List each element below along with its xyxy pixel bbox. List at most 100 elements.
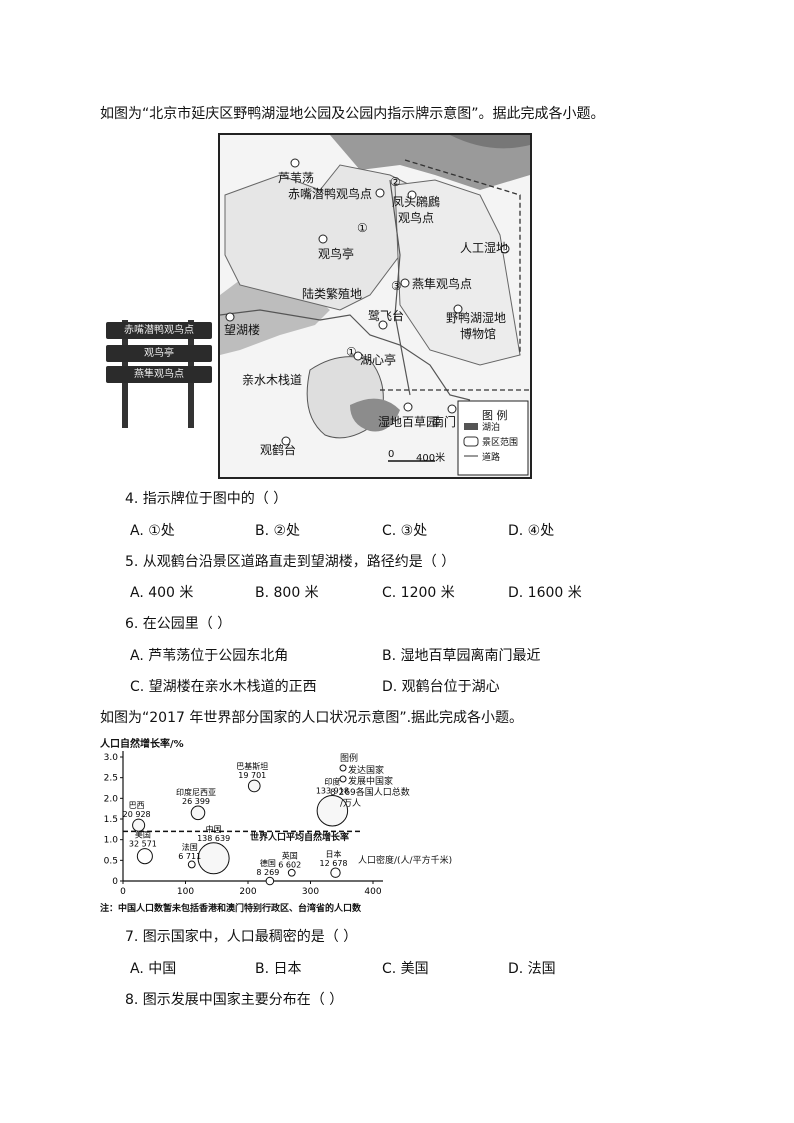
map-point-baicao (403, 402, 413, 412)
chart-point (197, 842, 230, 875)
chart-point (316, 794, 349, 827)
chart-point (287, 868, 296, 877)
map-area-east (394, 179, 521, 366)
map-point-luweidang (290, 158, 300, 168)
map-point-nanmen (447, 404, 457, 414)
map-water-ne (450, 135, 530, 149)
q5-option-b: B. 800 米 (255, 585, 319, 601)
chart-y-tick-label: 3.0 (104, 753, 119, 763)
map-label-guanniao: 观鸟亭 (318, 247, 355, 261)
chart-point-name: 巴基斯坦 (236, 761, 268, 771)
map-label-yansun: 燕隼观鸟点 (412, 277, 473, 291)
map-scale-label: 400米 (416, 453, 446, 464)
chart-point (132, 818, 146, 832)
chart-y-tick-label: 0 (112, 877, 118, 887)
q4-option-b: B. ②处 (255, 523, 301, 539)
map-label-fengtou-2: 观鸟点 (398, 211, 435, 225)
map-label-huxin: 湖心亭 (360, 353, 397, 367)
chart-y-tick-label: 0.5 (104, 856, 118, 866)
map-lake-dark (350, 398, 400, 432)
chart-point-pop: 12 678 (320, 859, 348, 868)
map-marker-3: ③ (391, 279, 402, 293)
map-label-nanmen: 南门 (432, 415, 457, 429)
q5-option-d: D. 1600 米 (508, 585, 582, 601)
chart-legend-developed-symbol (339, 764, 347, 772)
map-point-guanhe (281, 436, 291, 446)
map-marker-2: ② (390, 175, 401, 189)
intro-text-2: 如图为“2017 年世界部分国家的人口状况示意图”.据此完成各小题。 (100, 710, 524, 726)
map-label-baicao: 湿地百草园 (378, 415, 439, 429)
chart-point (136, 848, 153, 865)
map-label-yingfei: 鹭飞台 (368, 309, 405, 323)
map-marker-1b: ① (346, 345, 357, 359)
map-drawing (220, 135, 530, 476)
chart-point-name: 巴西 (129, 801, 145, 810)
chart-legend-developing-symbol (339, 775, 347, 783)
chart-point-name: 中国 (206, 824, 222, 834)
map-road-2 (389, 179, 411, 396)
q7-stem: 7. 图示国家中，人口最稠密的是（ ） (125, 929, 358, 945)
chart-y-tick-label: 1.5 (104, 815, 118, 825)
q6-option-a: A. 芦苇荡位于公园东北角 (130, 648, 289, 664)
sign-line-1: 赤嘴潜鸭观鸟点 (106, 322, 212, 339)
sign-line-2: 观鸟亭 (106, 345, 212, 362)
q4-option-d: D. ④处 (508, 523, 555, 539)
q6-option-c: C. 望湖楼在亲水木栈道的正西 (130, 679, 317, 695)
map-point-wanghu (225, 312, 235, 322)
map-label-bowuguan: 博物馆 (460, 327, 497, 341)
map-point-yansun (400, 278, 410, 288)
map-legend-area-swatch (463, 436, 479, 447)
park-map: 芦苇荡 赤嘴潜鸭观鸟点 凤头鸊鷉 观鸟点 人工湿地 观鸟亭 燕隼观鸟点 陆类繁殖… (218, 133, 532, 479)
chart-point-name: 德国 (260, 858, 276, 868)
chart-note: 注：中国人口数暂未包括香港和澳门特别行政区、台湾省的人口数 (100, 904, 362, 914)
chart-point (247, 779, 261, 793)
map-legend-title: 图 例 (482, 409, 508, 422)
q6-option-b: B. 湿地百草园离南门最近 (382, 648, 541, 664)
map-point-yingfei (378, 320, 388, 330)
map-point-bowuguan (453, 304, 463, 314)
chart-point-name: 日本 (326, 849, 342, 859)
map-dashed-boundary-east (404, 159, 521, 355)
chart-x-tick-label: 200 (239, 887, 256, 897)
chart-legend-developing: 发展中国家 (348, 777, 394, 787)
chart-point-name: 印度尼西亚 (176, 787, 216, 797)
map-label-yeyahu: 野鸭湖湿地 (446, 311, 507, 325)
chart-point-pop: 19 701 (238, 771, 266, 780)
chart-y-tick-label: 2.5 (104, 774, 118, 784)
chart-point-name: 英国 (282, 850, 298, 860)
map-point-rengong (500, 244, 510, 254)
q6-stem: 6. 在公园里（ ） (125, 616, 232, 632)
map-label-luqi: 陆类繁殖地 (302, 287, 363, 301)
q4-option-c: C. ③处 (382, 523, 428, 539)
chart-x-tick-label: 0 (120, 887, 126, 897)
q6-option-d: D. 观鹤台位于湖心 (382, 679, 500, 695)
map-label-qinshui: 亲水木栈道 (242, 373, 303, 387)
map-label-rengong: 人工湿地 (460, 241, 509, 255)
chart-legend-size-unit: /万人 (340, 799, 362, 809)
chart-xlabel: 人口密度/(人/平方千米) (358, 856, 453, 866)
chart-avg-line-label: 世界人口平均自然增长率 (250, 833, 350, 843)
chart-point-pop: 8 269 (256, 868, 279, 877)
chart-point-pop: 133 918 (316, 786, 349, 795)
chart-legend-size-note: 8 269各国人口总数 (330, 788, 410, 798)
q7-option-d: D. 法国 (508, 961, 556, 977)
q7-option-a: A. 中国 (130, 961, 177, 977)
map-label-wanghu: 望湖楼 (224, 323, 261, 337)
q5-stem: 5. 从观鹤台沿景区道路直走到望湖楼，路径约是（ ） (125, 554, 456, 570)
q5-option-c: C. 1200 米 (382, 585, 455, 601)
q7-option-c: C. 美国 (382, 961, 429, 977)
map-point-fengtou (407, 190, 417, 200)
map-marker-1a: ① (357, 221, 368, 235)
sign-board: 赤嘴潜鸭观鸟点 观鸟亭 燕隼观鸟点 (100, 310, 218, 445)
map-water-north (330, 135, 530, 190)
chart-point (187, 860, 196, 869)
map-road-1 (220, 309, 471, 401)
chart-point-pop: 138 639 (197, 834, 230, 843)
q5-option-a: A. 400 米 (130, 585, 194, 601)
chart-point-name: 印度 (324, 776, 340, 786)
q4-stem: 4. 指示牌位于图中的（ ） (125, 491, 288, 507)
map-scale-zero: 0 (388, 449, 395, 460)
map-legend-box (457, 400, 529, 476)
chart-x-tick-label: 400 (364, 887, 381, 897)
